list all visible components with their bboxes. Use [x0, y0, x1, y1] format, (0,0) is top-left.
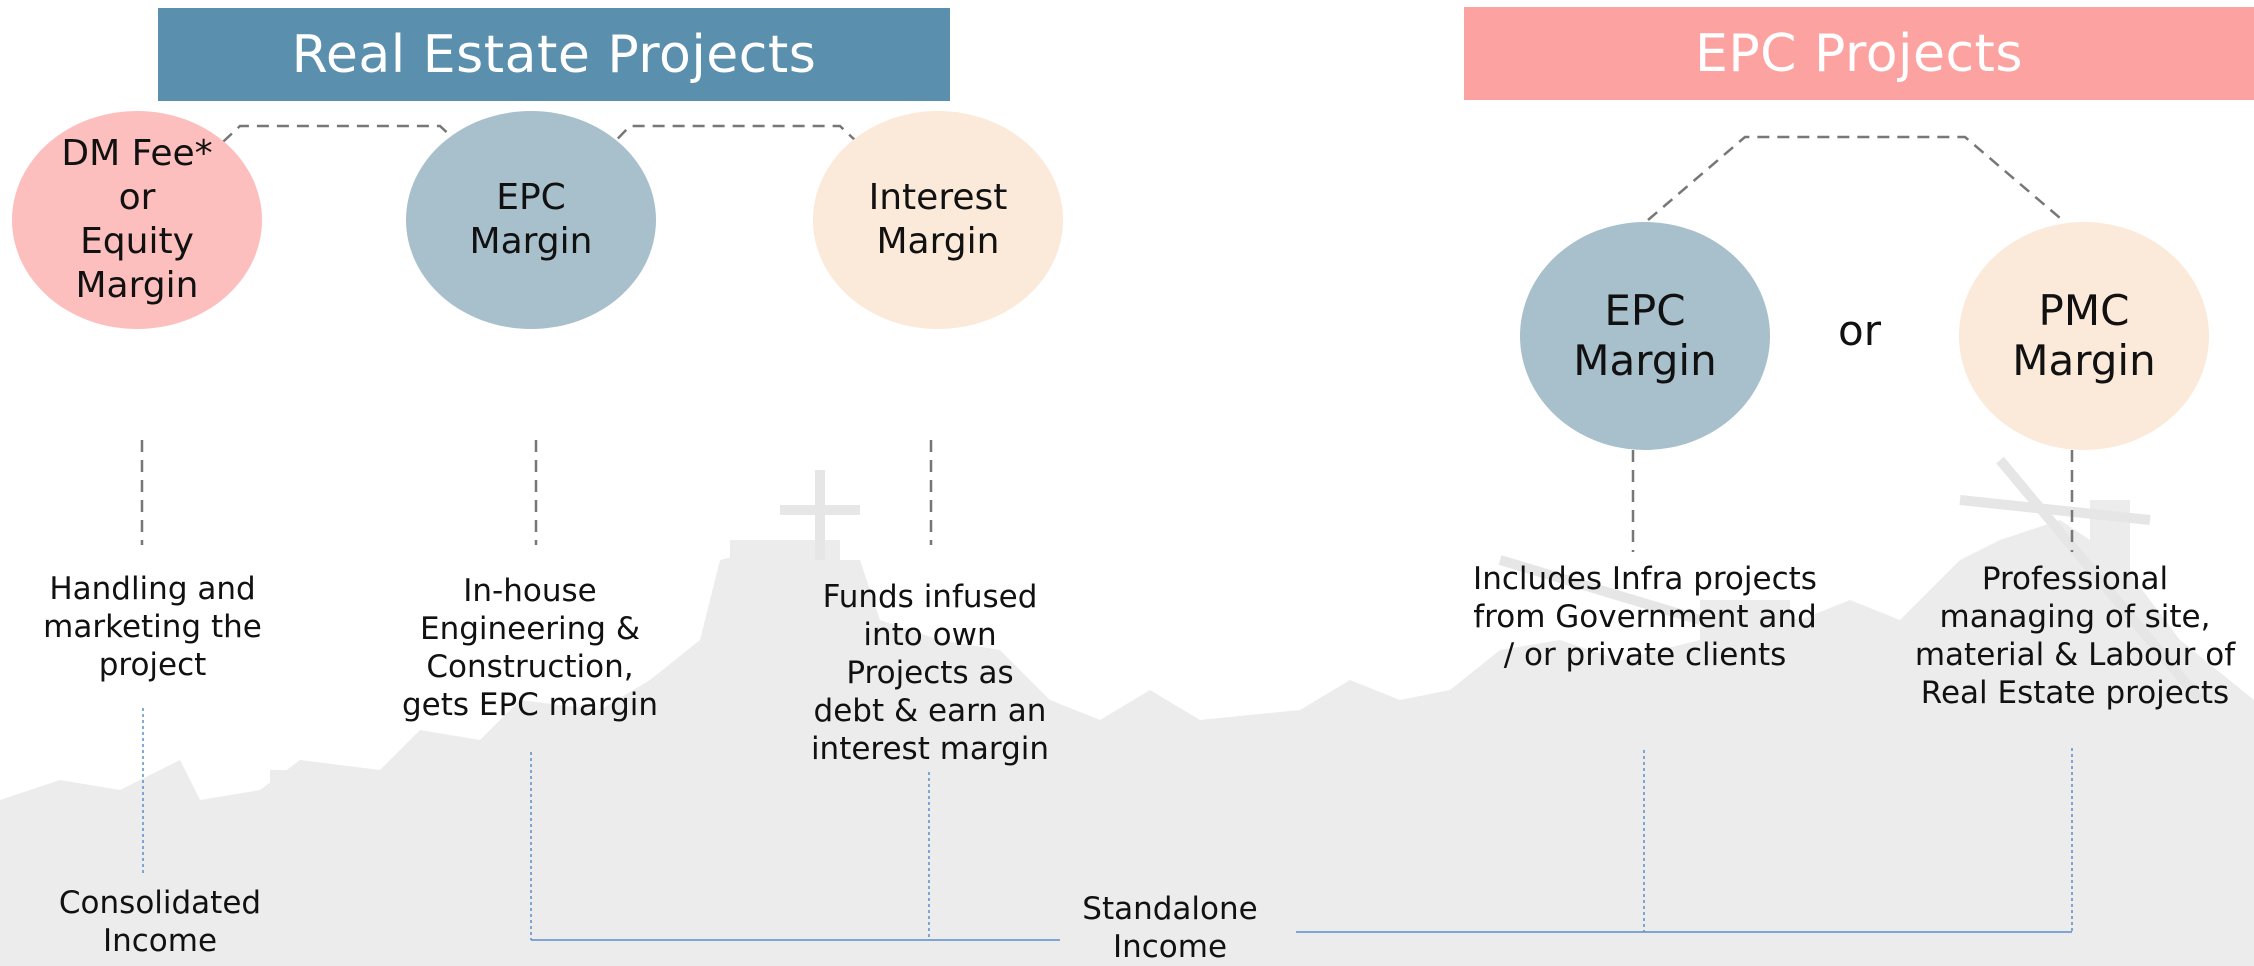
interest-margin-description: Funds infused into own Projects as debt …	[790, 578, 1070, 768]
desc-line: Engineering &	[419, 611, 641, 647]
income-label-line: Consolidated	[58, 885, 262, 921]
circle-label-line: Margin	[75, 265, 199, 306]
circle-label-line: Margin	[1573, 336, 1717, 385]
bracket-epc-pmc	[1647, 135, 2061, 221]
pmc-margin-circle: PMC Margin	[1959, 222, 2209, 450]
epc-projects-epc-margin-circle: EPC Margin	[1520, 222, 1770, 450]
desc-line: marketing the	[43, 609, 262, 645]
desc-line: / or private clients	[1503, 637, 1787, 673]
desc-line: Projects as	[846, 655, 1014, 691]
income-label-line: Income	[1112, 929, 1228, 965]
income-label-line: Standalone	[1082, 891, 1258, 927]
circle-label-line: Margin	[469, 221, 593, 262]
desc-line: debt & earn an	[813, 693, 1047, 729]
pmc-margin-description: Professional managing of site, material …	[1900, 560, 2250, 712]
dm-fee-or-equity-margin-circle: DM Fee* or Equity Margin	[12, 111, 262, 329]
epc-projects-header: EPC Projects	[1464, 7, 2254, 100]
desc-line: managing of site,	[1939, 599, 2211, 635]
desc-line: In-house	[463, 573, 597, 609]
dm-fee-description: Handling and marketing the project	[10, 570, 295, 684]
circle-label-line: PMC	[2038, 286, 2130, 335]
circle-label-line: EPC	[1604, 286, 1686, 335]
circle-label-line: DM Fee*	[61, 133, 213, 174]
desc-line: project	[98, 647, 207, 683]
circle-label-line: Interest	[868, 177, 1008, 218]
interest-margin-circle: Interest Margin	[813, 111, 1063, 329]
desc-line: into own	[863, 617, 997, 653]
circle-label-line: Margin	[876, 221, 1000, 262]
desc-line: interest margin	[810, 731, 1050, 767]
desc-line: from Government and	[1473, 599, 1817, 635]
desc-line: Professional	[1981, 561, 2169, 597]
standalone-income-label: Standalone Income	[1055, 890, 1285, 966]
epc-title: EPC Projects	[1694, 23, 2024, 84]
epc-projects-description: Includes Infra projects from Government …	[1445, 560, 1845, 674]
circle-label-line: Equity	[80, 221, 194, 262]
circle-label-line: or	[118, 177, 156, 218]
desc-line: Construction,	[426, 649, 634, 685]
income-label-line: Income	[102, 923, 218, 959]
desc-line: Funds infused	[822, 579, 1038, 615]
desc-line: Real Estate projects	[1920, 675, 2230, 711]
consolidated-income-label: Consolidated Income	[30, 884, 290, 960]
epc-margin-circle: EPC Margin	[406, 111, 656, 329]
circle-label-line: Margin	[2012, 336, 2156, 385]
real-estate-projects-header: Real Estate Projects	[158, 8, 950, 101]
desc-line: gets EPC margin	[401, 687, 659, 723]
desc-line: Handling and	[49, 571, 256, 607]
real-estate-title: Real Estate Projects	[291, 24, 817, 85]
epc-margin-description: In-house Engineering & Construction, get…	[380, 572, 680, 724]
desc-line: Includes Infra projects	[1473, 561, 1817, 597]
circle-label-line: EPC	[496, 177, 566, 218]
desc-line: material & Labour of	[1914, 637, 2236, 673]
or-label: or	[1838, 306, 1881, 355]
